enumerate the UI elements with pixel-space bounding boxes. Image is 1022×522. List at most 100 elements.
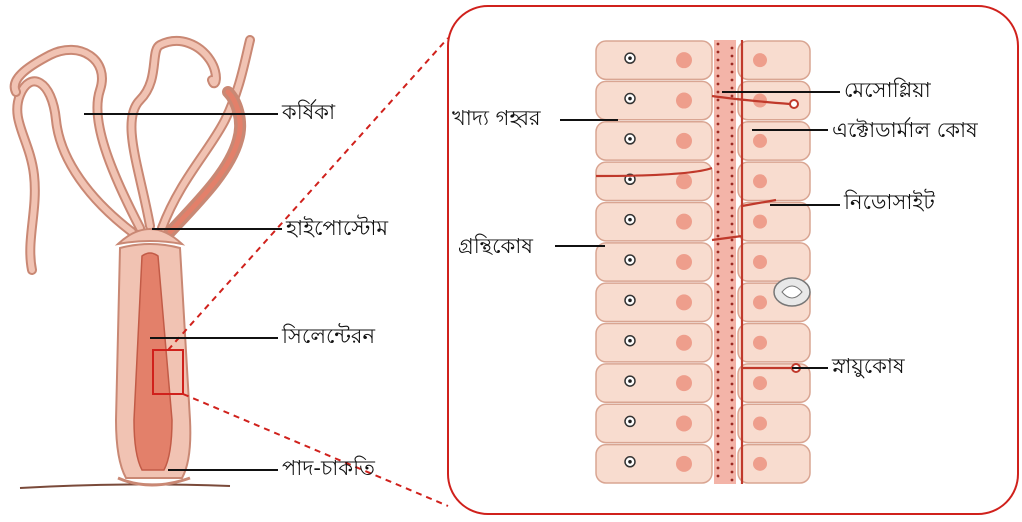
mesoglea-granule [717, 75, 720, 78]
mesoglea-granule [731, 95, 734, 98]
ectoderm-nucleus [753, 416, 767, 430]
label-cnidocyte: নিডোসাইট [844, 192, 935, 213]
ectoderm-cell [738, 243, 810, 281]
label-food-vacuole: খাদ্য গহ্বর [452, 108, 541, 129]
mesoglea-granule [731, 263, 734, 266]
mesoglea-granule [731, 383, 734, 386]
endoderm-cell [596, 404, 712, 442]
endoderm-cell [596, 81, 712, 119]
mesoglea-granule [717, 323, 720, 326]
mesoglea-granule [731, 431, 734, 434]
mesoglea-granule [717, 451, 720, 454]
endoderm-nucleus [676, 173, 692, 189]
mesoglea-granule [731, 135, 734, 138]
mesoglea-granule [731, 447, 734, 450]
label-basal-disc: পাদ-চাকতি [282, 458, 375, 479]
mesoglea-granule [731, 311, 734, 314]
mesoglea-granule [717, 411, 720, 414]
endoderm-cell [596, 122, 712, 160]
endoderm-nucleus [676, 335, 692, 351]
hydra-body-illustration [15, 40, 250, 488]
mesoglea-granule [731, 279, 734, 282]
mesoglea-granule [717, 115, 720, 118]
ectoderm-cell [738, 404, 810, 442]
ectoderm-cell [738, 162, 810, 200]
food-vacuole-core [628, 339, 632, 343]
food-vacuole-core [628, 258, 632, 262]
mesoglea-granule [731, 367, 734, 370]
mesoglea-granule [717, 107, 720, 110]
label-hypostome: হাইপোস্টোম [286, 218, 388, 239]
mesoglea-granule [717, 139, 720, 142]
label-coelenteron: সিলেন্টেরন [282, 326, 375, 347]
mesoglea-granule [717, 243, 720, 246]
endoderm-cell [596, 324, 712, 362]
mesoglea-granule [731, 223, 734, 226]
ectoderm-nucleus [753, 134, 767, 148]
mesoglea-granule [731, 255, 734, 258]
mesoglea-granule [717, 219, 720, 222]
mesoglea-granule [731, 215, 734, 218]
ectoderm-nucleus [753, 336, 767, 350]
tissue-section [596, 40, 810, 484]
mesoglea-granule [717, 163, 720, 166]
mesoglea-granule [731, 175, 734, 178]
mesoglea-granule [731, 159, 734, 162]
ectoderm-nucleus [753, 255, 767, 269]
mesoglea-granule [731, 479, 734, 482]
mesoglea-granule [731, 199, 734, 202]
mesoglea-granule [731, 55, 734, 58]
mesoglea-granule [731, 303, 734, 306]
mesoglea-granule [731, 287, 734, 290]
mesoglea-granule [717, 43, 720, 46]
ectoderm-cell [738, 445, 810, 483]
mesoglea-granule [731, 143, 734, 146]
ectoderm-nucleus [753, 53, 767, 67]
mesoglea-granule [731, 63, 734, 66]
endoderm-nucleus [676, 52, 692, 68]
mesoglea-granule [717, 419, 720, 422]
mesoglea-granule [717, 131, 720, 134]
endoderm-cell [596, 283, 712, 321]
label-ectodermal-cell: এক্টোডার্মাল কোষ [832, 120, 978, 141]
nerve-cell-body [790, 100, 798, 108]
mesoglea-granule [731, 351, 734, 354]
mesoglea-granule [731, 271, 734, 274]
endoderm-nucleus [676, 93, 692, 109]
mesoglea-granule [717, 195, 720, 198]
food-vacuole-core [628, 460, 632, 464]
mesoglea-granule [717, 67, 720, 70]
ectoderm-cell [738, 202, 810, 240]
mesoglea-granule [717, 99, 720, 102]
endoderm-cell [596, 243, 712, 281]
mesoglea-granule [731, 207, 734, 210]
mesoglea-granule [731, 455, 734, 458]
endoderm-cell [596, 162, 712, 200]
ectoderm-nucleus [753, 376, 767, 390]
endoderm-nucleus [676, 415, 692, 431]
mesoglea-granule [731, 191, 734, 194]
label-gland-cell: গ্রন্থিকোষ [458, 236, 533, 257]
mesoglea-granule [717, 379, 720, 382]
ectoderm-cell [738, 41, 810, 79]
mesoglea-granule [731, 391, 734, 394]
endoderm-cell [596, 445, 712, 483]
mesoglea-granule [717, 283, 720, 286]
food-vacuole-core [628, 56, 632, 60]
mesoglea-granule [717, 179, 720, 182]
mesoglea-granule [731, 127, 734, 130]
mesoglea-granule [717, 435, 720, 438]
mesoglea-granule [717, 387, 720, 390]
mesoglea-granule [731, 359, 734, 362]
mesoglea-granule [731, 343, 734, 346]
mesoglea-granule [717, 171, 720, 174]
ectoderm-nucleus [753, 215, 767, 229]
mesoglea-granule [731, 295, 734, 298]
mesoglea-granule [731, 439, 734, 442]
label-nerve-cell: স্নায়ুকোষ [832, 356, 905, 377]
endoderm-nucleus [676, 254, 692, 270]
ectoderm-nucleus [753, 457, 767, 471]
mesoglea-granule [717, 363, 720, 366]
food-vacuole-core [628, 97, 632, 101]
